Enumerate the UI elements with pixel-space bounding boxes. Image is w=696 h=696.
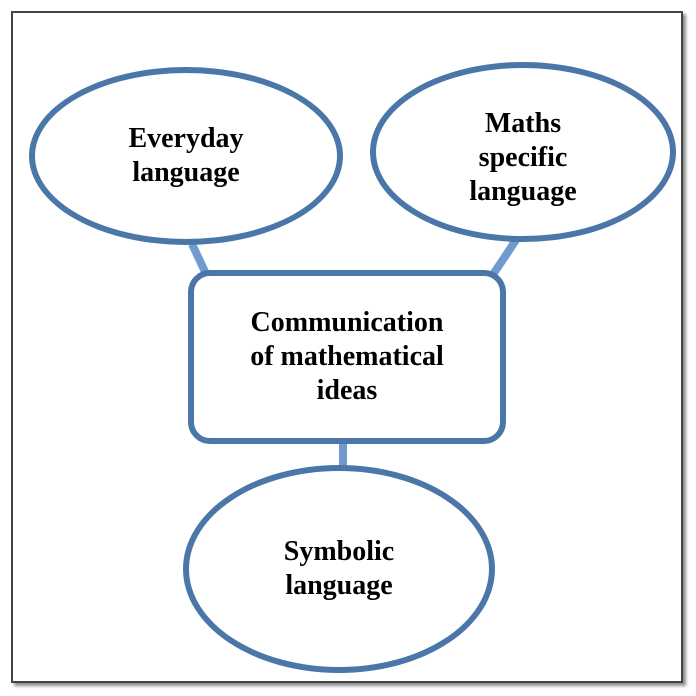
- node-everyday-language: Everyday language: [29, 67, 343, 245]
- node-everyday-label: Everyday language: [128, 123, 244, 188]
- node-communication-of-mathematical-ideas: Communication of mathematical ideas: [188, 270, 506, 444]
- node-symbolic-label: Symbolic language: [283, 536, 395, 601]
- node-symbolic-language: Symbolic language: [183, 465, 495, 673]
- node-maths-specific-language: Maths specific language: [370, 62, 676, 242]
- node-center-label: Communication of mathematical ideas: [250, 307, 444, 406]
- node-maths-label-clip: Maths specific language: [469, 107, 576, 211]
- connector-maths-to-center: [488, 237, 520, 279]
- node-maths-label: Maths specific language: [469, 108, 577, 207]
